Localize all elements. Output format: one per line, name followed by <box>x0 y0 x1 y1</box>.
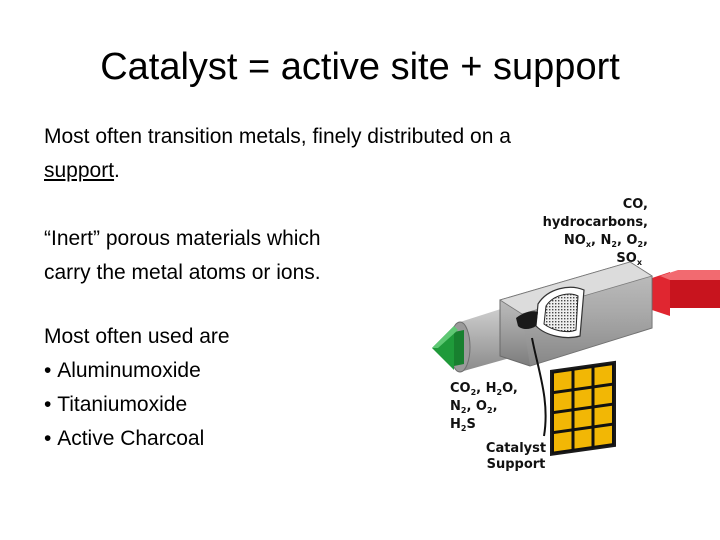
outlet-label-co2: CO2, H2O, <box>450 381 518 397</box>
catalyst-label-line1: Catalyst <box>486 441 546 456</box>
inlet-label-co: CO, <box>623 197 648 212</box>
slide-title: Catalyst = active site + support <box>100 46 620 88</box>
list-item: Active Charcoal <box>44 422 230 456</box>
support-list: Aluminumoxide Titaniumoxide Active Charc… <box>44 354 230 456</box>
support-link[interactable]: support <box>44 159 115 182</box>
list-item: Titaniumoxide <box>44 388 230 422</box>
inert-line-2: carry the metal atoms or ions. <box>44 261 321 284</box>
inlet-label-hydrocarbons: hydrocarbons, <box>543 215 648 230</box>
outlet-arrow-icon <box>432 326 464 370</box>
outlet-label-h2s: H2S <box>450 417 476 433</box>
outlet-pipe <box>460 306 510 372</box>
used-supports-intro: Most often used are <box>44 325 230 348</box>
paragraph-transition-metals-text: Most often transition metals, finely dis… <box>44 125 511 148</box>
leader-line <box>531 337 547 437</box>
list-item: Aluminumoxide <box>44 354 230 388</box>
inlet-gas-labels: CO, hydrocarbons, NOx, N2, O2, SOx <box>543 197 648 267</box>
catalyst-label-line2: Support <box>487 457 546 472</box>
paragraph-inert-materials: “Inert” porous materials which carry the… <box>44 222 321 290</box>
inlet-label-sox: SOx <box>616 251 642 267</box>
catalyst-support-grid-icon <box>550 360 616 456</box>
inlet-label-nox: NOx, N2, O2, <box>564 233 648 249</box>
paragraph-used-supports: Most often used are Aluminumoxide Titani… <box>44 320 230 456</box>
catalyst-support-label: Catalyst Support <box>486 441 546 472</box>
inlet-arrow-icon <box>652 270 720 316</box>
outlet-gas-labels: CO2, H2O, N2, O2, H2S <box>450 381 518 433</box>
catalytic-converter-figure: CO, hydrocarbons, NOx, N2, O2, SOx <box>432 197 720 472</box>
paragraph-period: . <box>114 159 120 182</box>
inert-line-1: “Inert” porous materials which <box>44 227 321 250</box>
outlet-label-n2: N2, O2, <box>450 399 498 415</box>
paragraph-transition-metals: Most often transition metals, finely dis… <box>44 120 664 188</box>
